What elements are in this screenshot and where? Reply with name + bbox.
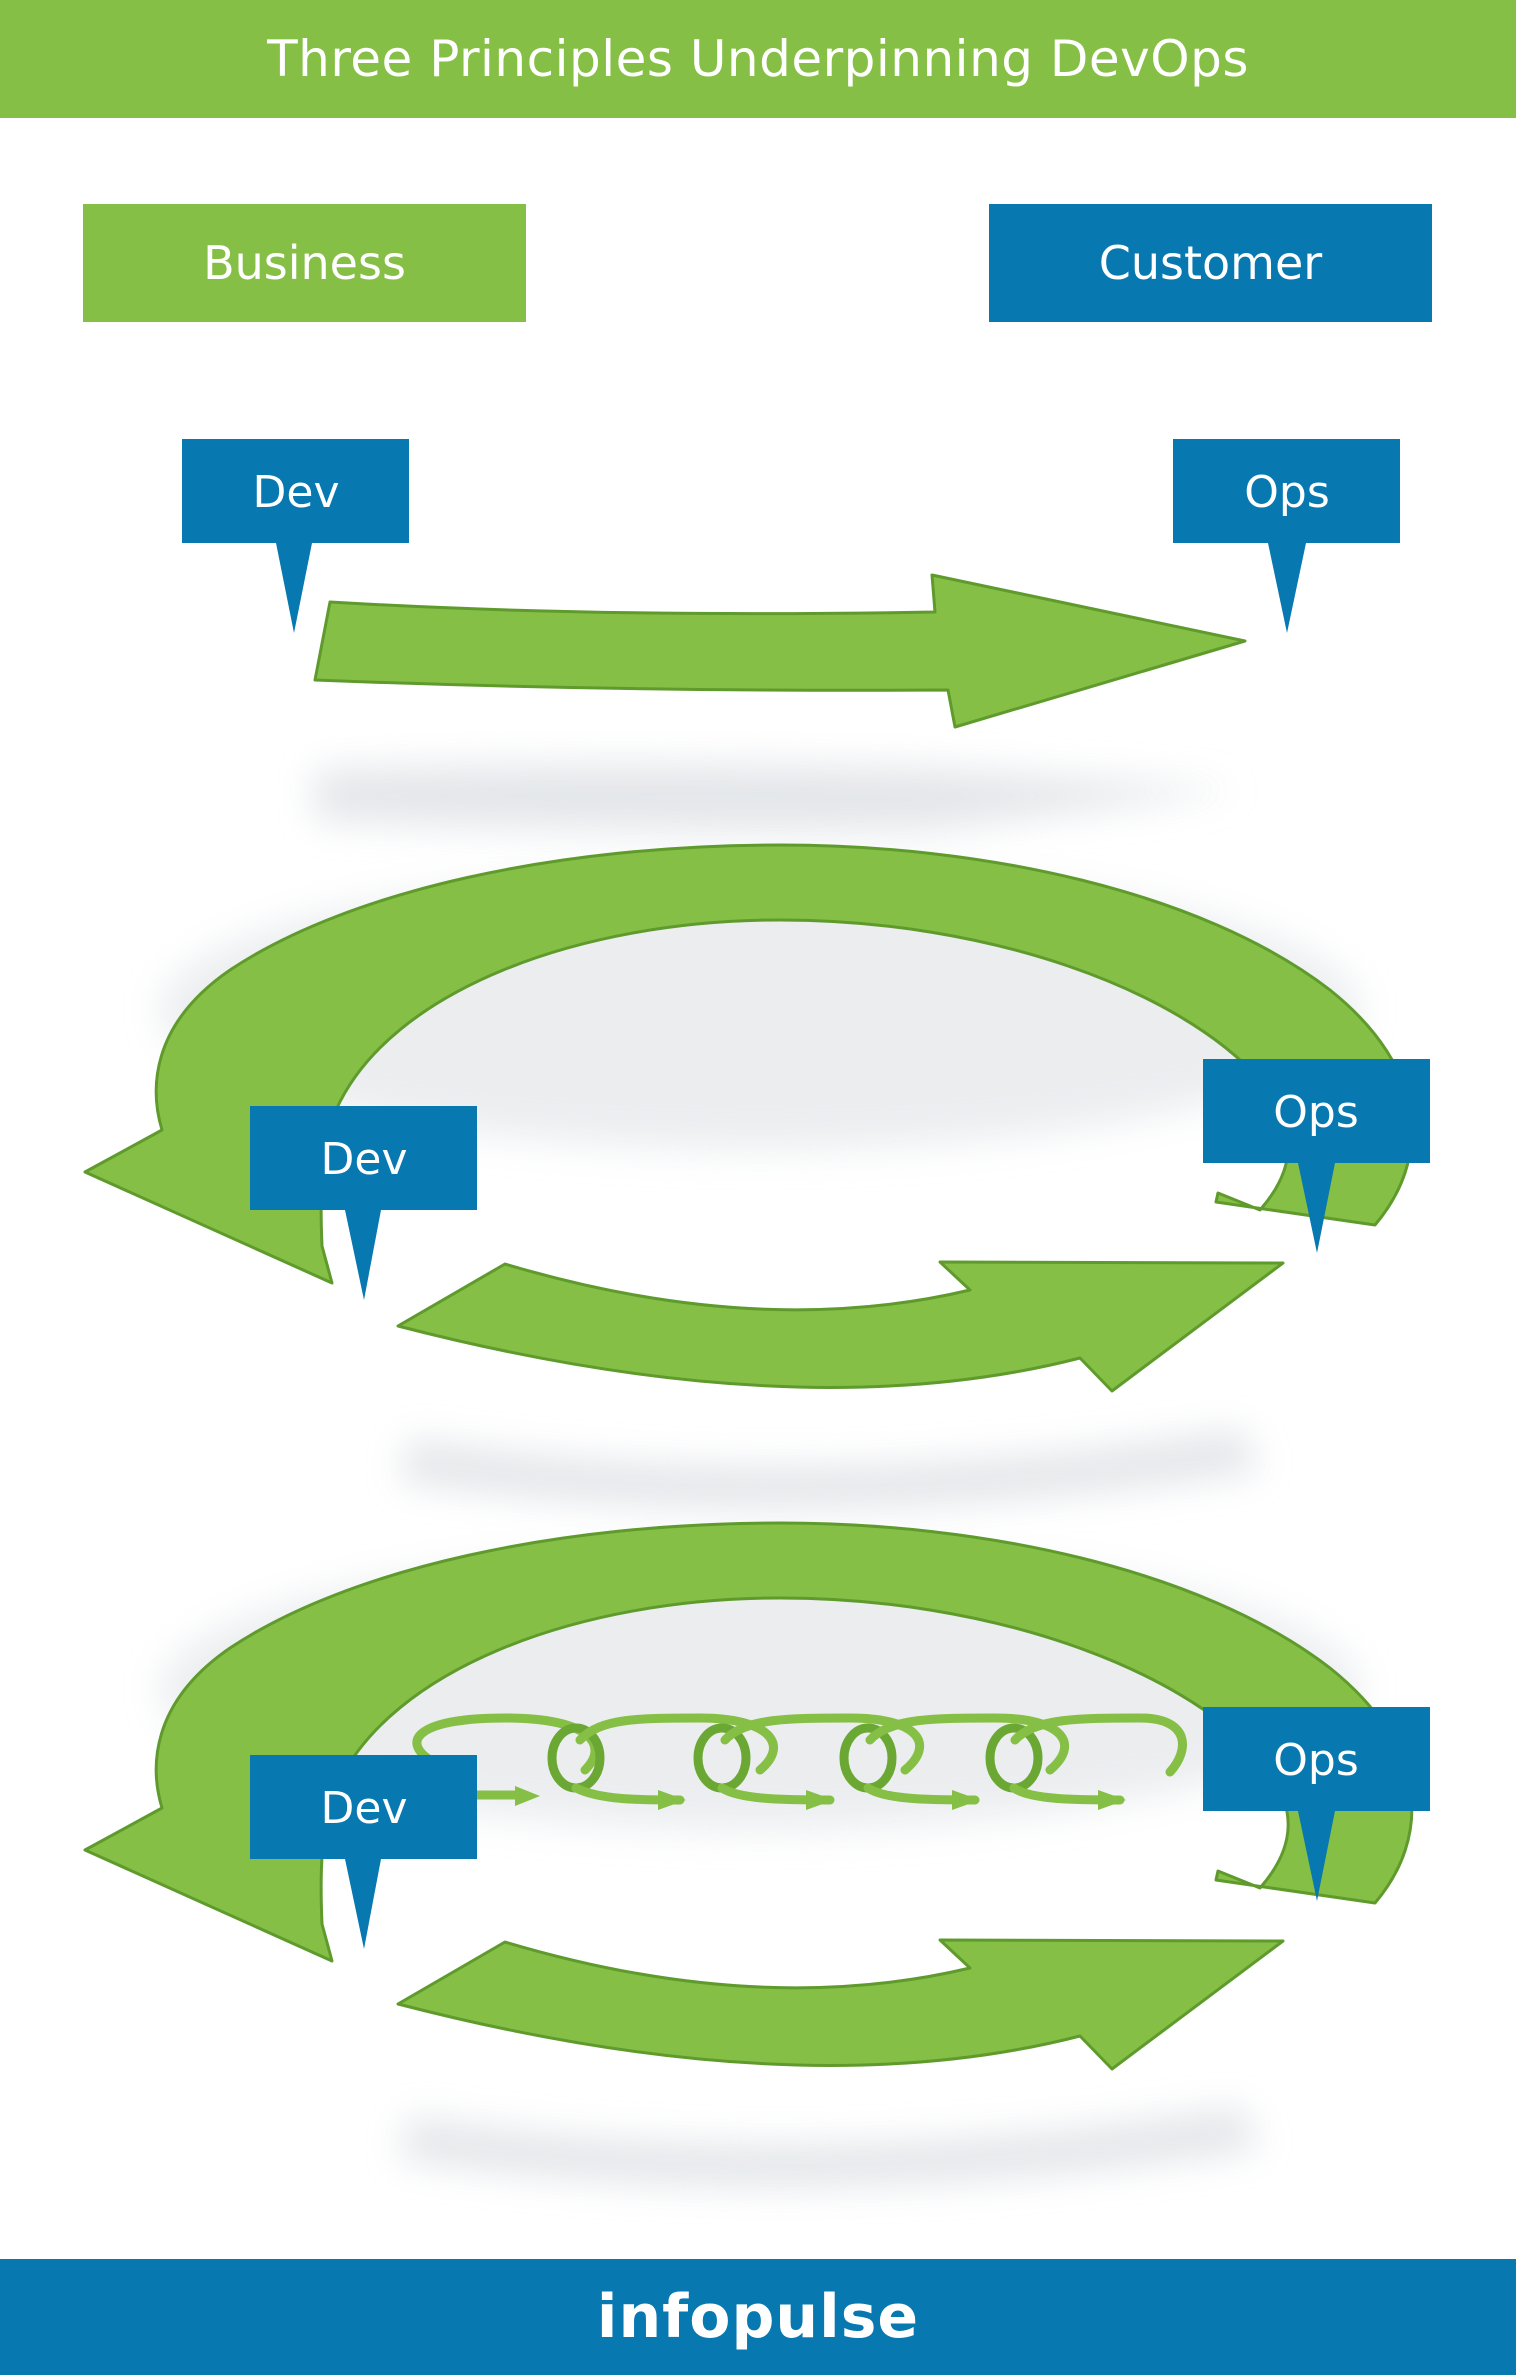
dev-callout-3: Dev bbox=[250, 1755, 477, 1949]
return-arc-2 bbox=[83, 843, 1414, 1285]
dev-callout-2: Dev bbox=[250, 1106, 477, 1300]
ops-callout-2: Ops bbox=[1203, 1059, 1430, 1253]
dev-label-2: Dev bbox=[321, 1134, 408, 1185]
forward-arrow-3 bbox=[396, 1938, 1285, 2071]
straight-arrow-1 bbox=[313, 573, 1247, 729]
section-2: Dev Ops bbox=[83, 843, 1430, 1508]
ops-callout-1: Ops bbox=[1173, 439, 1400, 633]
business-box: Business bbox=[83, 204, 526, 322]
ops-callout-3: Ops bbox=[1203, 1707, 1430, 1901]
dev-label-1: Dev bbox=[253, 467, 340, 518]
arrow-shadow-3b bbox=[400, 2108, 1260, 2186]
arrow-shadow-2b bbox=[400, 1430, 1260, 1508]
page-title: Three Principles Underpinning DevOps bbox=[0, 0, 1516, 118]
dev-callout-1: Dev bbox=[182, 439, 409, 633]
forward-arrow-2 bbox=[396, 1260, 1285, 1393]
arrow-shadow-1 bbox=[315, 764, 1240, 832]
section-3: Dev Ops bbox=[83, 1521, 1430, 2186]
ops-label-1: Ops bbox=[1244, 467, 1330, 518]
ops-label-3: Ops bbox=[1273, 1735, 1359, 1786]
section-1: Dev Ops bbox=[182, 439, 1400, 832]
dev-label-3: Dev bbox=[321, 1783, 408, 1834]
ops-label-2: Ops bbox=[1273, 1087, 1359, 1138]
return-arc-3 bbox=[83, 1521, 1414, 1963]
brand-logo: infopulse bbox=[0, 2259, 1516, 2375]
experiment-arrowheads bbox=[515, 1786, 1126, 1810]
customer-box: Customer bbox=[989, 204, 1432, 322]
